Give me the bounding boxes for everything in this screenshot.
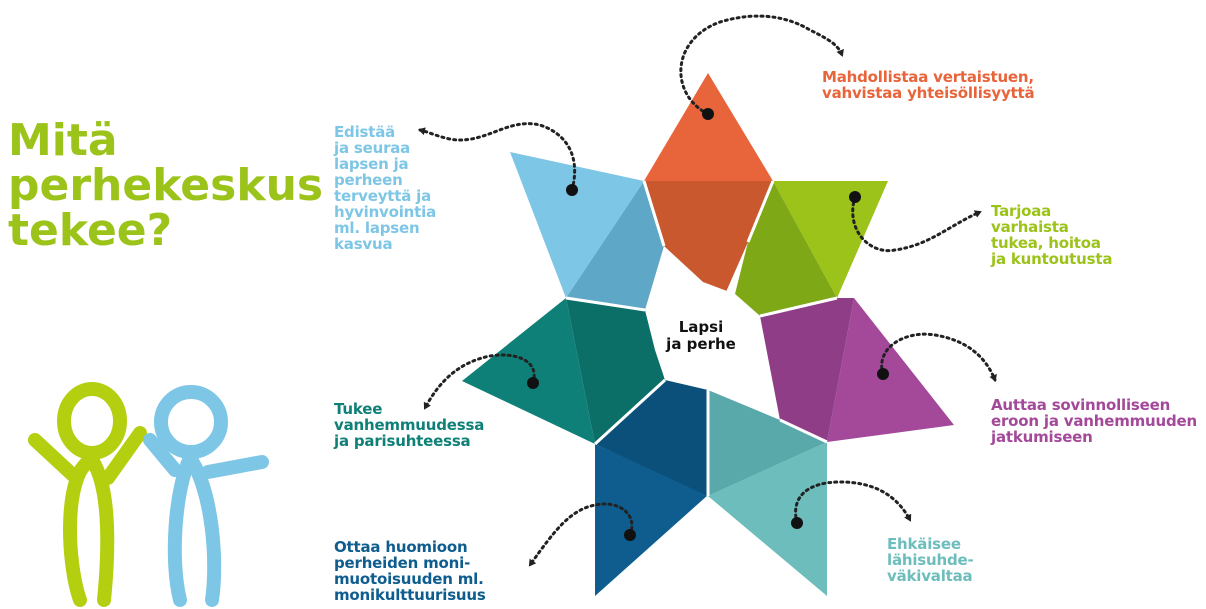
label-green-line-2: varhaista [991, 218, 1069, 236]
dot-dark-teal [527, 377, 539, 389]
center-label: Lapsi ja perhe [653, 319, 749, 353]
dot-orange [702, 108, 714, 120]
center-hub [645, 246, 780, 420]
star-point-dark-teal [462, 298, 595, 444]
children-illustration [28, 382, 269, 607]
label-green-line-4: ja kuntoutusta [991, 250, 1113, 268]
inner-segment-dark-teal [566, 298, 665, 444]
segment-dividers [565, 180, 838, 496]
dot-light-teal [791, 517, 803, 529]
star-point-green [773, 181, 888, 298]
label-purple: Auttaa sovinnolliseen eroon ja vanhemmuu… [991, 397, 1197, 445]
label-dark-teal: Tukee vanhemmuudessa ja parisuhteessa [334, 401, 484, 449]
label-green-line-3: tukea, hoitoa [991, 234, 1101, 252]
label-light-blue-line-6: hyvinvointia [334, 203, 436, 221]
arrow-dark-blue [528, 502, 634, 567]
label-dark-blue-line-2: perheiden moni- [334, 554, 471, 572]
arrow-light-teal [794, 480, 912, 525]
dot-dark-blue [624, 529, 636, 541]
label-dark-teal-line-1: Tukee [334, 400, 383, 418]
label-orange-line-2: vahvistaa yhteisöllisyyttä [822, 84, 1035, 102]
label-dark-blue: Ottaa huomioon perheiden moni- muotoisuu… [334, 539, 486, 603]
label-orange: Mahdollistaa vertaistuen, vahvistaa yhte… [822, 68, 1035, 102]
label-green-line-1: Tarjoaa [991, 202, 1052, 220]
label-purple-line-2: eroon ja vanhemmuuden [991, 412, 1198, 430]
child-figure-green [28, 382, 147, 607]
title-line-3: tekee? [8, 205, 173, 256]
label-purple-line-3: jatkumiseen [991, 428, 1093, 446]
label-dark-blue-line-3: muotoisuuden ml. [334, 570, 484, 588]
label-dark-blue-line-4: monikulttuurisuus [334, 586, 486, 604]
label-dark-blue-line-1: Ottaa huomioon [334, 538, 468, 556]
label-light-blue-line-7: ml. lapsen [334, 219, 420, 237]
inner-segment-dark-blue [595, 380, 708, 496]
inner-segment-light-blue [566, 181, 664, 310]
label-purple-line-1: Auttaa sovinnolliseen [991, 396, 1171, 414]
label-light-teal: Ehkäisee lähisuhde- väkivaltaa [887, 536, 974, 584]
label-orange-line-1: Mahdollistaa vertaistuen, [822, 68, 1034, 86]
label-light-blue-line-3: lapsen ja [334, 155, 409, 173]
inner-segment-orange [644, 181, 773, 326]
child-figure-blue [143, 385, 269, 607]
inner-segment-light-teal [708, 390, 827, 496]
center-line-2: ja perhe [666, 335, 736, 353]
label-dark-teal-line-3: ja parisuhteessa [334, 432, 471, 450]
connector-arrows [418, 14, 997, 567]
label-light-teal-line-3: väkivaltaa [887, 567, 973, 585]
connector-dots [527, 108, 889, 541]
arrow-light-blue [418, 122, 577, 192]
label-light-blue: Edistää ja seuraa lapsen ja perheen terv… [334, 124, 436, 252]
label-dark-teal-line-2: vanhemmuudessa [334, 416, 485, 434]
label-green: Tarjoaa varhaista tukea, hoitoa ja kunto… [991, 203, 1112, 267]
label-light-blue-line-2: ja seuraa [334, 139, 411, 157]
dot-purple [877, 368, 889, 380]
star-point-orange [644, 73, 773, 181]
dot-green [849, 191, 861, 203]
arrow-dark-teal [423, 353, 536, 410]
star-point-light-blue [510, 152, 644, 298]
arrow-green [851, 195, 982, 253]
inner-segment-purple [760, 298, 854, 442]
label-light-blue-line-1: Edistää [334, 123, 396, 141]
page-title: Mitä perhekeskus tekee? [8, 118, 323, 253]
title-line-2: perhekeskus [8, 160, 324, 211]
label-light-blue-line-4: perheen [334, 171, 403, 189]
label-light-teal-line-1: Ehkäisee [887, 535, 961, 553]
dot-light-blue [566, 184, 578, 196]
arrow-orange [679, 14, 844, 116]
star-point-light-teal [708, 442, 827, 596]
label-light-blue-line-5: terveyttä ja [334, 187, 432, 205]
label-light-teal-line-2: lähisuhde- [887, 551, 974, 569]
star-point-purple [827, 298, 954, 442]
center-line-1: Lapsi [678, 318, 724, 336]
arrow-purple [880, 332, 997, 382]
label-light-blue-line-8: kasvua [334, 235, 393, 253]
title-line-1: Mitä [8, 115, 118, 166]
star-point-dark-blue [595, 444, 708, 596]
